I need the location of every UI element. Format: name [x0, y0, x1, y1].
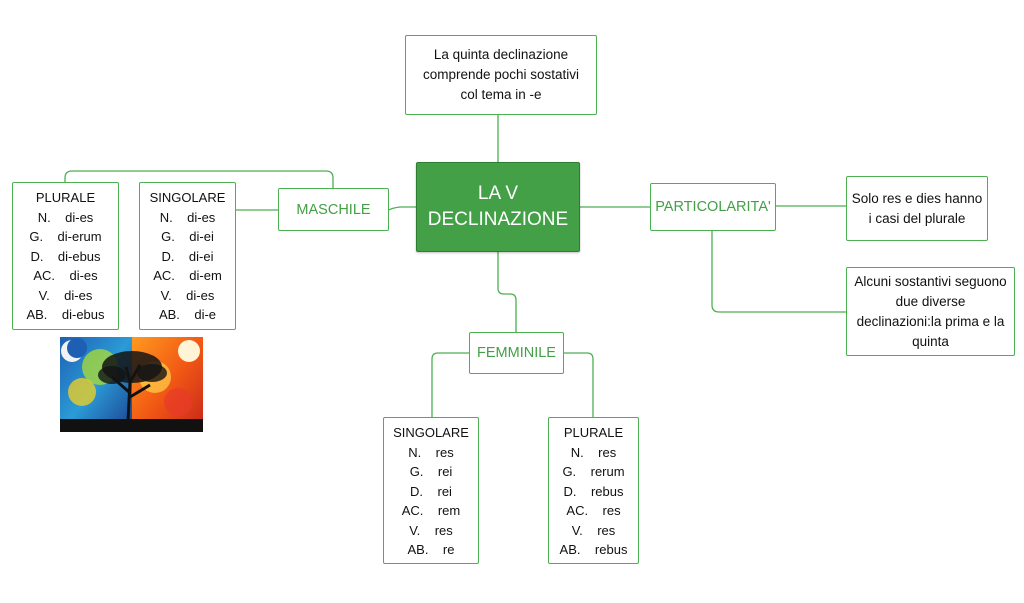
femminile-plurale-row: AC. res [566, 503, 621, 518]
maschile-plurale-row: AB. di-ebus [26, 307, 105, 322]
maschile-singolare-row: V. di-es [160, 287, 215, 303]
maschile-node[interactable]: MASCHILE [278, 188, 389, 231]
maschile-plurale-box[interactable]: PLURALE N. di-es G. di-erum D. di-ebus A… [12, 182, 119, 330]
maschile-singolare-title: SINGOLARE [149, 190, 226, 205]
particolarita-note-2-line1: Alcuni sostantivi seguono [854, 273, 1007, 289]
particolarita-note-2-line3: declinazioni:la prima e la [856, 313, 1005, 329]
maschile-singolare-row: G. di-ei [161, 229, 214, 244]
top-note[interactable]: La quinta declinazione comprende pochi s… [405, 35, 597, 115]
maschile-plurale-row: G. di-erum [29, 229, 102, 244]
maschile-plurale-row: N. di-es [37, 209, 94, 225]
femminile-plurale-row: D. rebus [563, 483, 624, 499]
femminile-singolare-row: AB. re [407, 542, 455, 557]
femminile-singolare-title: SINGOLARE [393, 425, 469, 440]
particolarita-note-1-line2: i casi del plurale [868, 210, 966, 226]
femminile-plurale-row: G. rerum [562, 464, 625, 479]
maschile-plurale-row: AC. di-es [33, 268, 98, 283]
femminile-singolare-row: V. res [409, 522, 453, 538]
central-title-line1: LA V [477, 183, 519, 204]
top-note-line1: La quinta declinazione [433, 47, 569, 62]
maschile-plurale-row: D. di-ebus [30, 248, 101, 264]
particolarita-note-1[interactable]: Solo res e dies hanno i casi del plurale [846, 176, 988, 241]
maschile-label: MASCHILE [296, 201, 371, 218]
femminile-plurale-row: V. res [571, 522, 616, 538]
maschile-plurale-title: PLURALE [35, 190, 96, 205]
connector-central-femminile [497, 252, 517, 332]
maschile-singolare-row: AC. di-em [153, 268, 222, 283]
femminile-singolare-row: AC. rem [401, 503, 461, 518]
particolarita-note-2-line2: due diverse [895, 293, 966, 309]
top-note-line2: comprende pochi sostativi [422, 67, 580, 82]
maschile-singolare-row: AB. di-e [158, 307, 217, 322]
femminile-plurale-row: N. res [570, 444, 617, 460]
femminile-singolare-row: D. rei [410, 483, 452, 499]
particolarita-node[interactable]: PARTICOLARITA' [650, 183, 776, 231]
connector-femminile-plurale [564, 352, 594, 417]
particolarita-note-2-line4: quinta [912, 333, 949, 349]
femminile-singolare-box[interactable]: SINGOLARE N. res G. rei D. rei AC. rem V… [383, 417, 479, 564]
connector-particolarita-note2 [711, 231, 846, 313]
femminile-plurale-row: AB. rebus [559, 542, 628, 557]
connector-maschile-plurale [64, 170, 334, 188]
femminile-label: FEMMINILE [477, 345, 556, 361]
central-node[interactable]: LA V DECLINAZIONE [416, 162, 580, 252]
maschile-singolare-box[interactable]: SINGOLARE N. di-es G. di-ei D. di-ei AC.… [139, 182, 236, 330]
femminile-plurale-box[interactable]: PLURALE N. res G. rerum D. rebus AC. res… [548, 417, 639, 564]
maschile-singolare-row: N. di-es [159, 209, 216, 225]
day-night-tree-image [60, 337, 203, 432]
particolarita-note-2[interactable]: Alcuni sostantivi seguono due diverse de… [846, 267, 1015, 356]
maschile-singolare-row: D. di-ei [161, 248, 214, 264]
femminile-plurale-title: PLURALE [563, 425, 624, 440]
connector-central-maschile [388, 206, 416, 211]
central-title-line2: DECLINAZIONE [427, 209, 569, 230]
particolarita-label: PARTICOLARITA' [655, 199, 771, 215]
femminile-singolare-row: G. rei [409, 464, 453, 479]
femminile-node[interactable]: FEMMINILE [469, 332, 564, 374]
particolarita-note-1-line1: Solo res e dies hanno [851, 190, 983, 206]
connector-femminile-singolare [431, 352, 469, 417]
top-note-line3: col tema in -e [460, 87, 542, 102]
maschile-plurale-row: V. di-es [38, 287, 93, 303]
femminile-singolare-row: N. res [408, 444, 454, 460]
